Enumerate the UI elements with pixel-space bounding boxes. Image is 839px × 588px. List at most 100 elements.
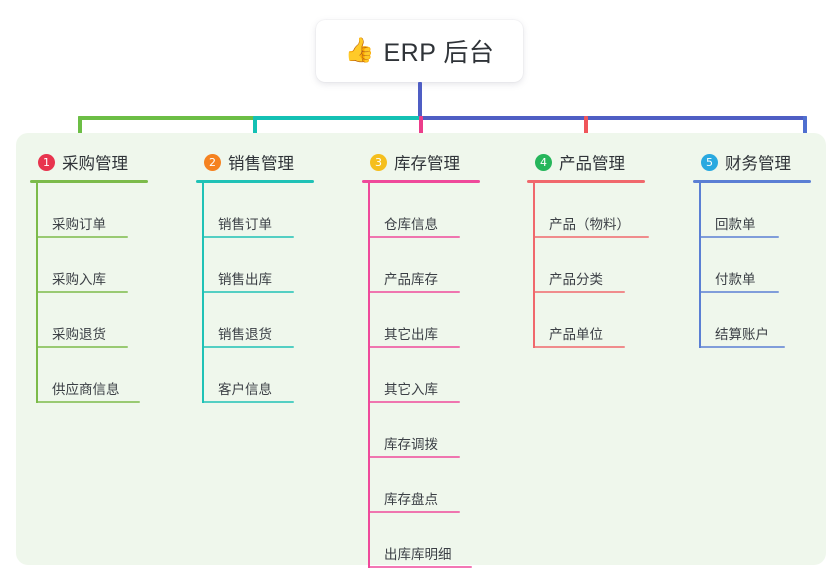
leaf-label: 产品（物料） — [549, 217, 630, 232]
leaf-label: 采购订单 — [52, 217, 106, 232]
branch-underline-2 — [196, 180, 314, 183]
leaf-label: 其它入库 — [384, 382, 438, 397]
leaf-underline — [36, 236, 128, 238]
leaf-item[interactable]: 销售出库 — [196, 238, 346, 293]
branch-items-2: 销售订单销售出库销售退货客户信息 — [196, 183, 346, 403]
branch-header-5[interactable]: 5 财务管理 — [693, 147, 839, 177]
leaf-item[interactable]: 销售订单 — [196, 183, 346, 238]
branch-underline-3 — [362, 180, 480, 183]
leaf-underline — [533, 346, 625, 348]
leaf-item[interactable]: 产品（物料） — [527, 183, 682, 238]
leaf-label: 结算账户 — [715, 327, 769, 342]
leaf-label: 出库库明细 — [384, 547, 452, 562]
leaf-label: 销售出库 — [218, 272, 272, 287]
branch-column-3: 3 库存管理仓库信息产品库存其它出库其它入库库存调拨库存盘点出库库明细 — [362, 147, 512, 568]
branch-header-2[interactable]: 2 销售管理 — [196, 147, 346, 177]
leaf-item[interactable]: 产品库存 — [362, 238, 512, 293]
branch-items-4: 产品（物料） 产品分类产品单位 — [527, 183, 682, 348]
leaf-underline — [699, 291, 779, 293]
leaf-underline — [368, 401, 460, 403]
leaf-item[interactable]: 产品单位 — [527, 293, 682, 348]
leaf-label: 采购退货 — [52, 327, 106, 342]
branch-badge-4: 4 — [535, 153, 552, 171]
connector-bar-segment-2 — [253, 116, 423, 120]
branch-underline-4 — [527, 180, 645, 183]
branch-title-1: 采购管理 — [62, 155, 128, 173]
leaf-item[interactable]: 结算账户 — [693, 293, 839, 348]
branch-title-2: 销售管理 — [228, 155, 294, 173]
root-node[interactable]: 👍 ERP 后台 — [316, 20, 523, 82]
leaf-item[interactable]: 仓库信息 — [362, 183, 512, 238]
leaf-label: 回款单 — [715, 217, 756, 232]
leaf-underline — [368, 291, 460, 293]
branch-column-1: 1 采购管理采购订单采购入库采购退货供应商信息 — [30, 147, 180, 403]
leaf-underline — [699, 236, 779, 238]
leaf-label: 供应商信息 — [52, 382, 120, 397]
branch-stem-2 — [202, 183, 204, 403]
branch-title-4: 产品管理 — [559, 155, 625, 173]
leaf-underline — [533, 291, 625, 293]
leaf-underline — [202, 401, 294, 403]
leaf-label: 客户信息 — [218, 382, 272, 397]
leaf-underline — [36, 401, 140, 403]
leaf-underline — [36, 291, 128, 293]
branch-stem-1 — [36, 183, 38, 403]
leaf-item[interactable]: 采购订单 — [30, 183, 180, 238]
leaf-item[interactable]: 其它出库 — [362, 293, 512, 348]
branch-title-5: 财务管理 — [725, 155, 791, 173]
leaf-underline — [368, 511, 460, 513]
leaf-underline — [368, 566, 472, 568]
leaf-underline — [36, 346, 128, 348]
leaf-item[interactable]: 回款单 — [693, 183, 839, 238]
leaf-item[interactable]: 采购入库 — [30, 238, 180, 293]
leaf-label: 产品库存 — [384, 272, 438, 287]
leaf-underline — [202, 291, 294, 293]
leaf-label: 采购入库 — [52, 272, 106, 287]
leaf-underline — [202, 236, 294, 238]
leaf-item[interactable]: 销售退货 — [196, 293, 346, 348]
leaf-item[interactable]: 付款单 — [693, 238, 839, 293]
branch-underline-1 — [30, 180, 148, 183]
branch-items-1: 采购订单采购入库采购退货供应商信息 — [30, 183, 180, 403]
leaf-underline — [368, 456, 460, 458]
branch-badge-1: 1 — [38, 153, 55, 171]
branch-underline-5 — [693, 180, 811, 183]
branch-badge-2: 2 — [204, 153, 221, 171]
branch-items-5: 回款单付款单结算账户 — [693, 183, 839, 348]
branch-column-5: 5 财务管理回款单付款单结算账户 — [693, 147, 839, 348]
branches-panel: 1 采购管理采购订单采购入库采购退货供应商信息 2 销售管理销售订单销售出库销售退货客… — [16, 133, 826, 568]
branch-header-1[interactable]: 1 采购管理 — [30, 147, 180, 177]
leaf-label: 销售退货 — [218, 327, 272, 342]
branch-badge-5: 5 — [701, 153, 718, 171]
leaf-underline — [202, 346, 294, 348]
leaf-item[interactable]: 库存盘点 — [362, 458, 512, 513]
leaf-item[interactable]: 供应商信息 — [30, 348, 180, 403]
leaf-label: 产品单位 — [549, 327, 603, 342]
leaf-label: 库存调拨 — [384, 437, 438, 452]
leaf-label: 库存盘点 — [384, 492, 438, 507]
branch-items-3: 仓库信息产品库存其它出库其它入库库存调拨库存盘点出库库明细 — [362, 183, 512, 568]
root-title: ERP 后台 — [383, 39, 495, 67]
leaf-item[interactable]: 库存调拨 — [362, 403, 512, 458]
leaf-item[interactable]: 客户信息 — [196, 348, 346, 403]
leaf-item[interactable]: 其它入库 — [362, 348, 512, 403]
branch-column-2: 2 销售管理销售订单销售出库销售退货客户信息 — [196, 147, 346, 403]
leaf-underline — [368, 346, 460, 348]
leaf-underline — [699, 346, 785, 348]
leaf-item[interactable]: 产品分类 — [527, 238, 682, 293]
branch-header-3[interactable]: 3 库存管理 — [362, 147, 512, 177]
leaf-item[interactable]: 采购退货 — [30, 293, 180, 348]
branch-title-3: 库存管理 — [394, 155, 460, 173]
branch-badge-3: 3 — [370, 153, 387, 171]
branch-header-4[interactable]: 4 产品管理 — [527, 147, 682, 177]
leaf-underline — [368, 236, 460, 238]
leaf-label: 付款单 — [715, 272, 756, 287]
leaf-underline — [533, 236, 649, 238]
connector-bar-segment-3 — [419, 116, 807, 120]
leaf-label: 仓库信息 — [384, 217, 438, 232]
leaf-item[interactable]: 出库库明细 — [362, 513, 512, 568]
branch-stem-3 — [368, 183, 370, 568]
leaf-label: 销售订单 — [218, 217, 272, 232]
connector-trunk — [418, 82, 422, 120]
